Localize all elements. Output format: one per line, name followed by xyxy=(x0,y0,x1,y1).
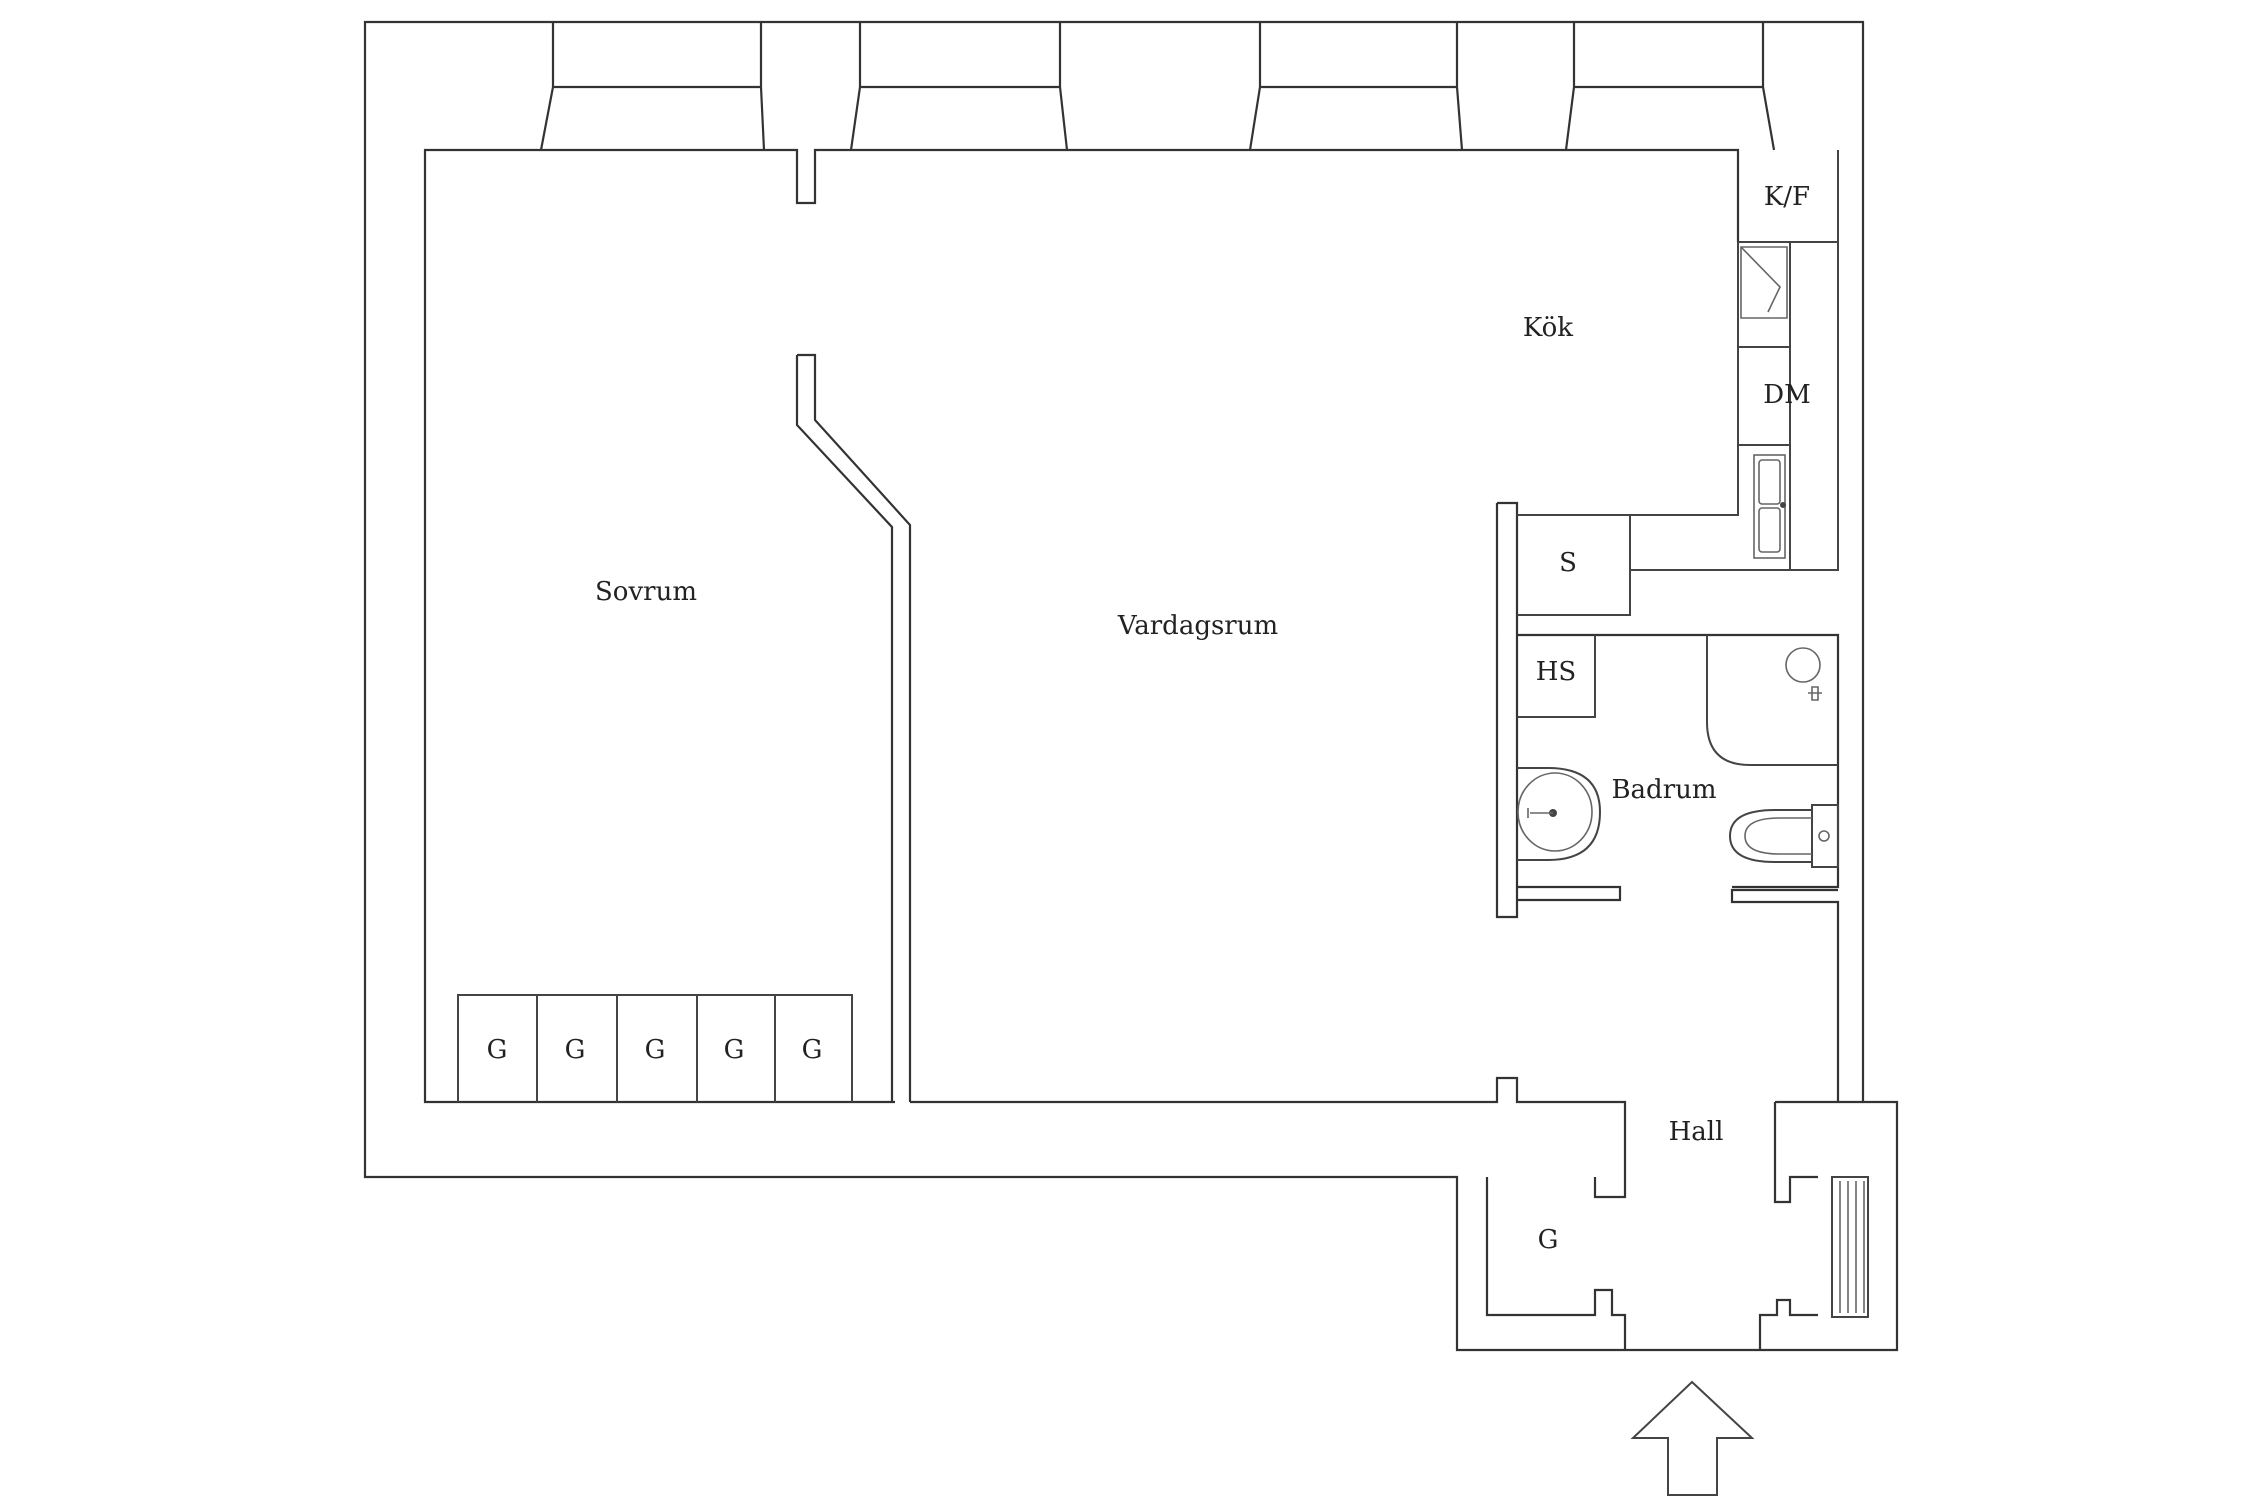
room-label-hall: Hall xyxy=(1669,1117,1724,1147)
s-cabinet xyxy=(1517,514,1631,616)
entrance-arrow-icon xyxy=(1630,1380,1755,1496)
hall-east-wall xyxy=(1730,888,1840,1102)
fixture-label-hs: HS xyxy=(1536,657,1577,687)
hs-cabinet xyxy=(1517,635,1596,718)
sink-icon xyxy=(1517,767,1602,861)
closet-label: G xyxy=(565,1035,586,1065)
sovrum-inner-wall xyxy=(423,148,1740,1104)
bathroom-wall xyxy=(1495,501,1840,919)
partition-wall xyxy=(795,353,912,1102)
stove-icon xyxy=(1740,246,1788,319)
closet-label: G xyxy=(802,1035,823,1065)
window-3 xyxy=(1248,22,1464,151)
window-4 xyxy=(1564,22,1776,151)
window-1 xyxy=(539,22,766,151)
windows xyxy=(539,22,1776,151)
fixture-label-s: S xyxy=(1559,548,1577,578)
hall-left-wall xyxy=(1485,1177,1627,1350)
kitchen-sink-icon xyxy=(1753,454,1786,559)
closet-label: G xyxy=(487,1035,508,1065)
hall-right-wall xyxy=(1758,1100,1863,1350)
room-label-vardagsrum: Vardagsrum xyxy=(1117,611,1278,641)
sovrum-closets xyxy=(457,994,853,1102)
living-bottom-wall xyxy=(910,1076,1627,1199)
hall-closet-label: G xyxy=(1538,1225,1559,1255)
shower-icon xyxy=(1706,635,1838,766)
fixture-label-dm: DM xyxy=(1763,380,1810,410)
room-label-kok: Kök xyxy=(1523,313,1573,343)
fixture-label-kf: K/F xyxy=(1764,182,1810,212)
kitchen-counter xyxy=(1629,150,1839,571)
closet-label: G xyxy=(645,1035,666,1065)
window-2 xyxy=(849,22,1069,151)
toilet-icon xyxy=(1728,804,1839,868)
outer-wall xyxy=(363,20,1899,1352)
closet-label: G xyxy=(724,1035,745,1065)
room-label-sovrum: Sovrum xyxy=(595,577,697,607)
room-label-badrum: Badrum xyxy=(1611,775,1716,805)
radiator-icon xyxy=(1831,1176,1869,1318)
